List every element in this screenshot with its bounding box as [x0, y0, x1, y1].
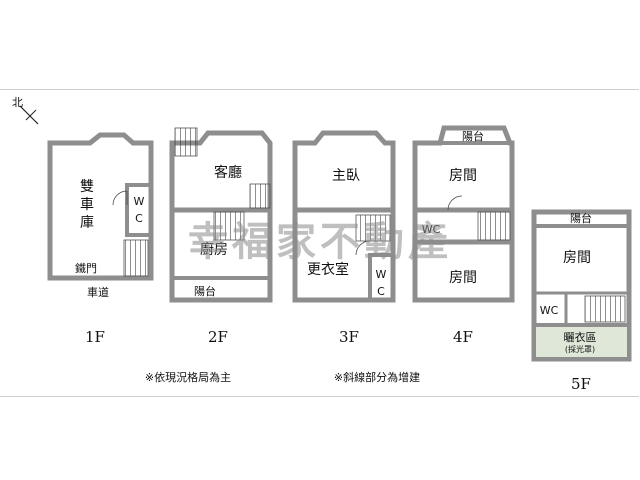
- wc-5f-label: WC: [540, 304, 559, 317]
- floor-4f: 陽台 房間 WC 房間 4F: [412, 125, 515, 346]
- iron-gate-label: 鐵門: [75, 261, 97, 275]
- floor-label-2f: 2F: [208, 328, 228, 346]
- wc-4f-label: WC: [422, 223, 441, 236]
- north-label: 北: [12, 96, 23, 109]
- skylight-label: (採光罩): [565, 344, 595, 354]
- floor-label-4f: 4F: [453, 328, 473, 346]
- balcony-2f-label: 陽台: [194, 284, 216, 298]
- balcony-4f-label: 陽台: [462, 129, 484, 143]
- room-5f-label: 房間: [563, 250, 591, 266]
- wc-1f-char-2: C: [135, 212, 143, 225]
- plan-frame: [0, 89, 639, 397]
- garage-label-char-1: 雙: [80, 179, 94, 195]
- garage-label-char-2: 車: [80, 196, 94, 213]
- floor-label-3f: 3F: [339, 328, 359, 346]
- floor-3f: 主臥 更衣室 W C 3F: [292, 130, 396, 346]
- kitchen-label: 廚房: [200, 241, 228, 258]
- garage-label-char-3: 庫: [80, 214, 94, 231]
- master-bedroom-label: 主臥: [332, 168, 360, 184]
- watermark-text: 幸福家不動產: [188, 219, 452, 265]
- note-extension: ※斜線部分為增建: [334, 370, 420, 384]
- floor-label-1f: 1F: [85, 328, 105, 346]
- note-current-layout: ※依現況格局為主: [145, 370, 231, 384]
- north-arrow-icon: 北: [12, 96, 39, 125]
- wc-3f-char-1: W: [376, 268, 387, 281]
- balcony-5f-label: 陽台: [570, 211, 592, 225]
- room-4f-bottom-label: 房間: [449, 270, 477, 286]
- wc-3f-char-2: C: [377, 285, 385, 298]
- floor-label-5f: 5F: [571, 375, 591, 393]
- drying-area-label: 曬衣區: [564, 330, 597, 344]
- floor-5f: 陽台 房間 WC 曬衣區 (採光罩) 5F: [531, 209, 632, 393]
- room-4f-top-label: 房間: [449, 168, 477, 184]
- living-room-label: 客廳: [214, 164, 242, 181]
- floor-1f: 雙 車 庫 W C 鐵門 車道 1F: [47, 132, 154, 346]
- driveway-label: 車道: [87, 285, 109, 299]
- wc-1f-char-1: W: [134, 195, 145, 208]
- floor-2f: 客廳 廚房 陽台 2F: [169, 127, 273, 346]
- walk-in-closet-label: 更衣室: [307, 261, 349, 278]
